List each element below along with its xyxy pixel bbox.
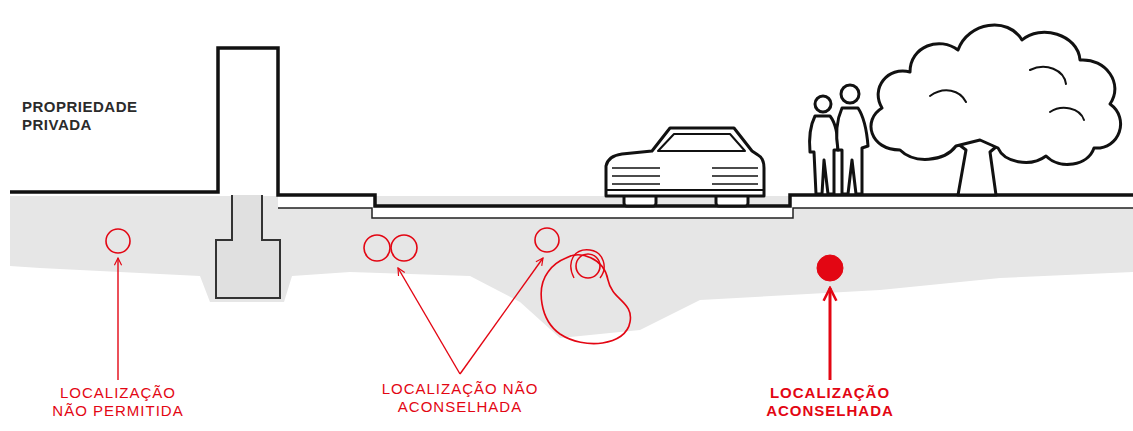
pavement-base-line [278,208,1133,218]
pipe-not-advised [576,254,600,278]
leader-arrow [460,258,543,374]
pipe-not-advised [364,235,390,261]
location-label: LOCALIZAÇÃO NÃO ACONSELHADA [370,380,550,416]
location-label: LOCALIZAÇÃO NÃO PERMITIDA [48,384,188,420]
pipe-not-advised [535,228,559,252]
leader-arrow [117,258,118,380]
wall-foundation [216,195,280,298]
car-illustration [606,128,764,206]
obstacle-inner-outline [571,250,604,278]
property-label: PROPRIEDADE PRIVADA [22,98,152,134]
ground-fill [10,196,1133,338]
pipe-advised [817,255,843,281]
pipe-not-advised [391,235,417,261]
obstacle-outline [541,255,630,344]
pedestrians-illustration [810,85,868,194]
pipe-not-permitted [106,229,130,253]
location-label: LOCALIZAÇÃO ACONSELHADA [755,384,905,420]
leader-arrow [398,268,460,374]
tree-illustration [871,25,1121,195]
leader-arrow [829,288,832,380]
